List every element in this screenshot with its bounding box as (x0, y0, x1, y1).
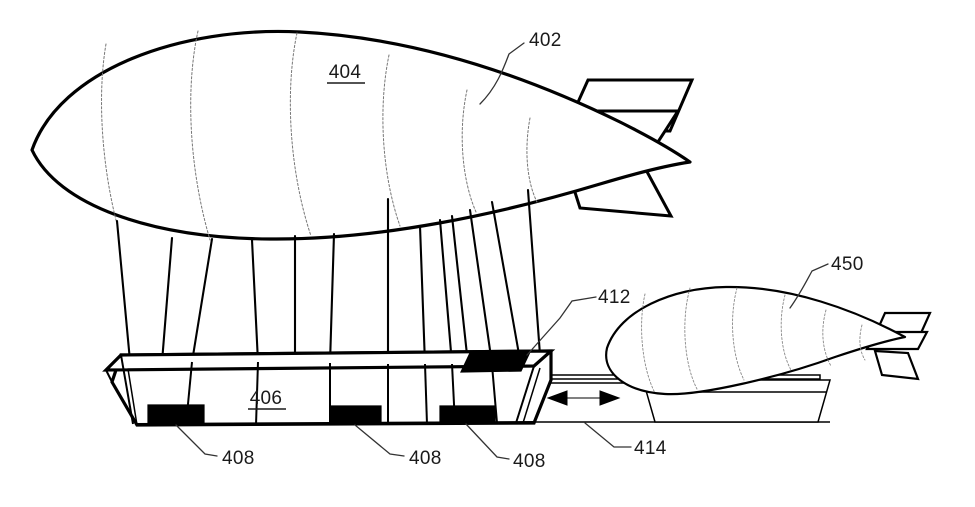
landing-pad-3 (439, 405, 496, 424)
ref-404: 404 (329, 62, 362, 83)
seam-1 (101, 43, 119, 229)
tether-13 (526, 188, 542, 357)
tether-lines (115, 188, 542, 366)
leader-412 (526, 296, 597, 356)
ref-406: 406 (250, 388, 283, 409)
tether-4 (250, 238, 260, 364)
small-seam-5 (822, 309, 832, 367)
ref-408c: 408 (513, 451, 546, 472)
small-seam-1 (641, 293, 656, 394)
tether-12 (490, 200, 522, 362)
platform-right-chamfer (533, 351, 552, 424)
leader-414 (584, 422, 632, 448)
small-seam-2 (684, 287, 698, 390)
arrow-head-right (599, 390, 621, 406)
tether-10 (450, 214, 470, 366)
ref-412: 412 (598, 287, 631, 308)
tether-8 (418, 224, 427, 366)
small-airship-seams (641, 287, 866, 394)
ref-450: 450 (831, 254, 864, 275)
docking-pad (460, 351, 531, 373)
seam-2 (190, 30, 211, 241)
seam-5 (461, 89, 477, 213)
platform-right-inner-edge (515, 365, 535, 424)
small-seam-3 (732, 287, 745, 381)
seam-3 (289, 32, 312, 237)
ref-408b: 408 (409, 448, 442, 469)
leader-408a (175, 424, 218, 457)
leader-408c (465, 423, 510, 460)
leader-450 (789, 263, 829, 309)
tether-3 (190, 237, 214, 364)
reference-leaders (175, 296, 632, 460)
platform-front-rim (105, 365, 535, 371)
bay-divider-5 (424, 363, 428, 425)
travel-path-arrow (546, 390, 621, 406)
small-airship-envelope (605, 285, 907, 396)
tether-1 (115, 219, 132, 363)
leader-402 (479, 42, 525, 105)
tether-9 (438, 218, 454, 366)
landing-pads (147, 404, 496, 425)
large-envelope-outline (30, 29, 692, 241)
tether-2 (160, 236, 174, 364)
tether-11 (468, 208, 494, 366)
seam-4 (382, 54, 401, 227)
platform-left-chamfer (105, 369, 138, 426)
small-seam-4 (780, 294, 792, 371)
large-airship (30, 29, 695, 241)
leader-408b (354, 424, 405, 457)
bay-divider-2 (255, 361, 259, 426)
small-tail-fin-lower (873, 349, 920, 381)
landing-pad-2 (329, 405, 382, 425)
platform-left-inner-edge (120, 354, 134, 425)
landing-pad-1 (147, 404, 205, 425)
small-airship (605, 263, 932, 423)
ref-408a: 408 (222, 448, 255, 469)
platform-right-inner-edge-2 (522, 367, 541, 424)
platform-left-inner-edge-2 (127, 368, 138, 426)
tether-6 (328, 232, 336, 365)
ref-414: 414 (634, 438, 667, 459)
large-envelope-seams (101, 30, 538, 241)
arrow-head-left (546, 390, 568, 406)
bay-divider-7 (491, 364, 498, 424)
ref-402: 402 (529, 30, 562, 51)
small-seam-6 (859, 324, 866, 361)
seam-6 (526, 117, 538, 203)
reference-numbers: 402 404 406 408 408 408 412 414 450 (222, 30, 864, 472)
